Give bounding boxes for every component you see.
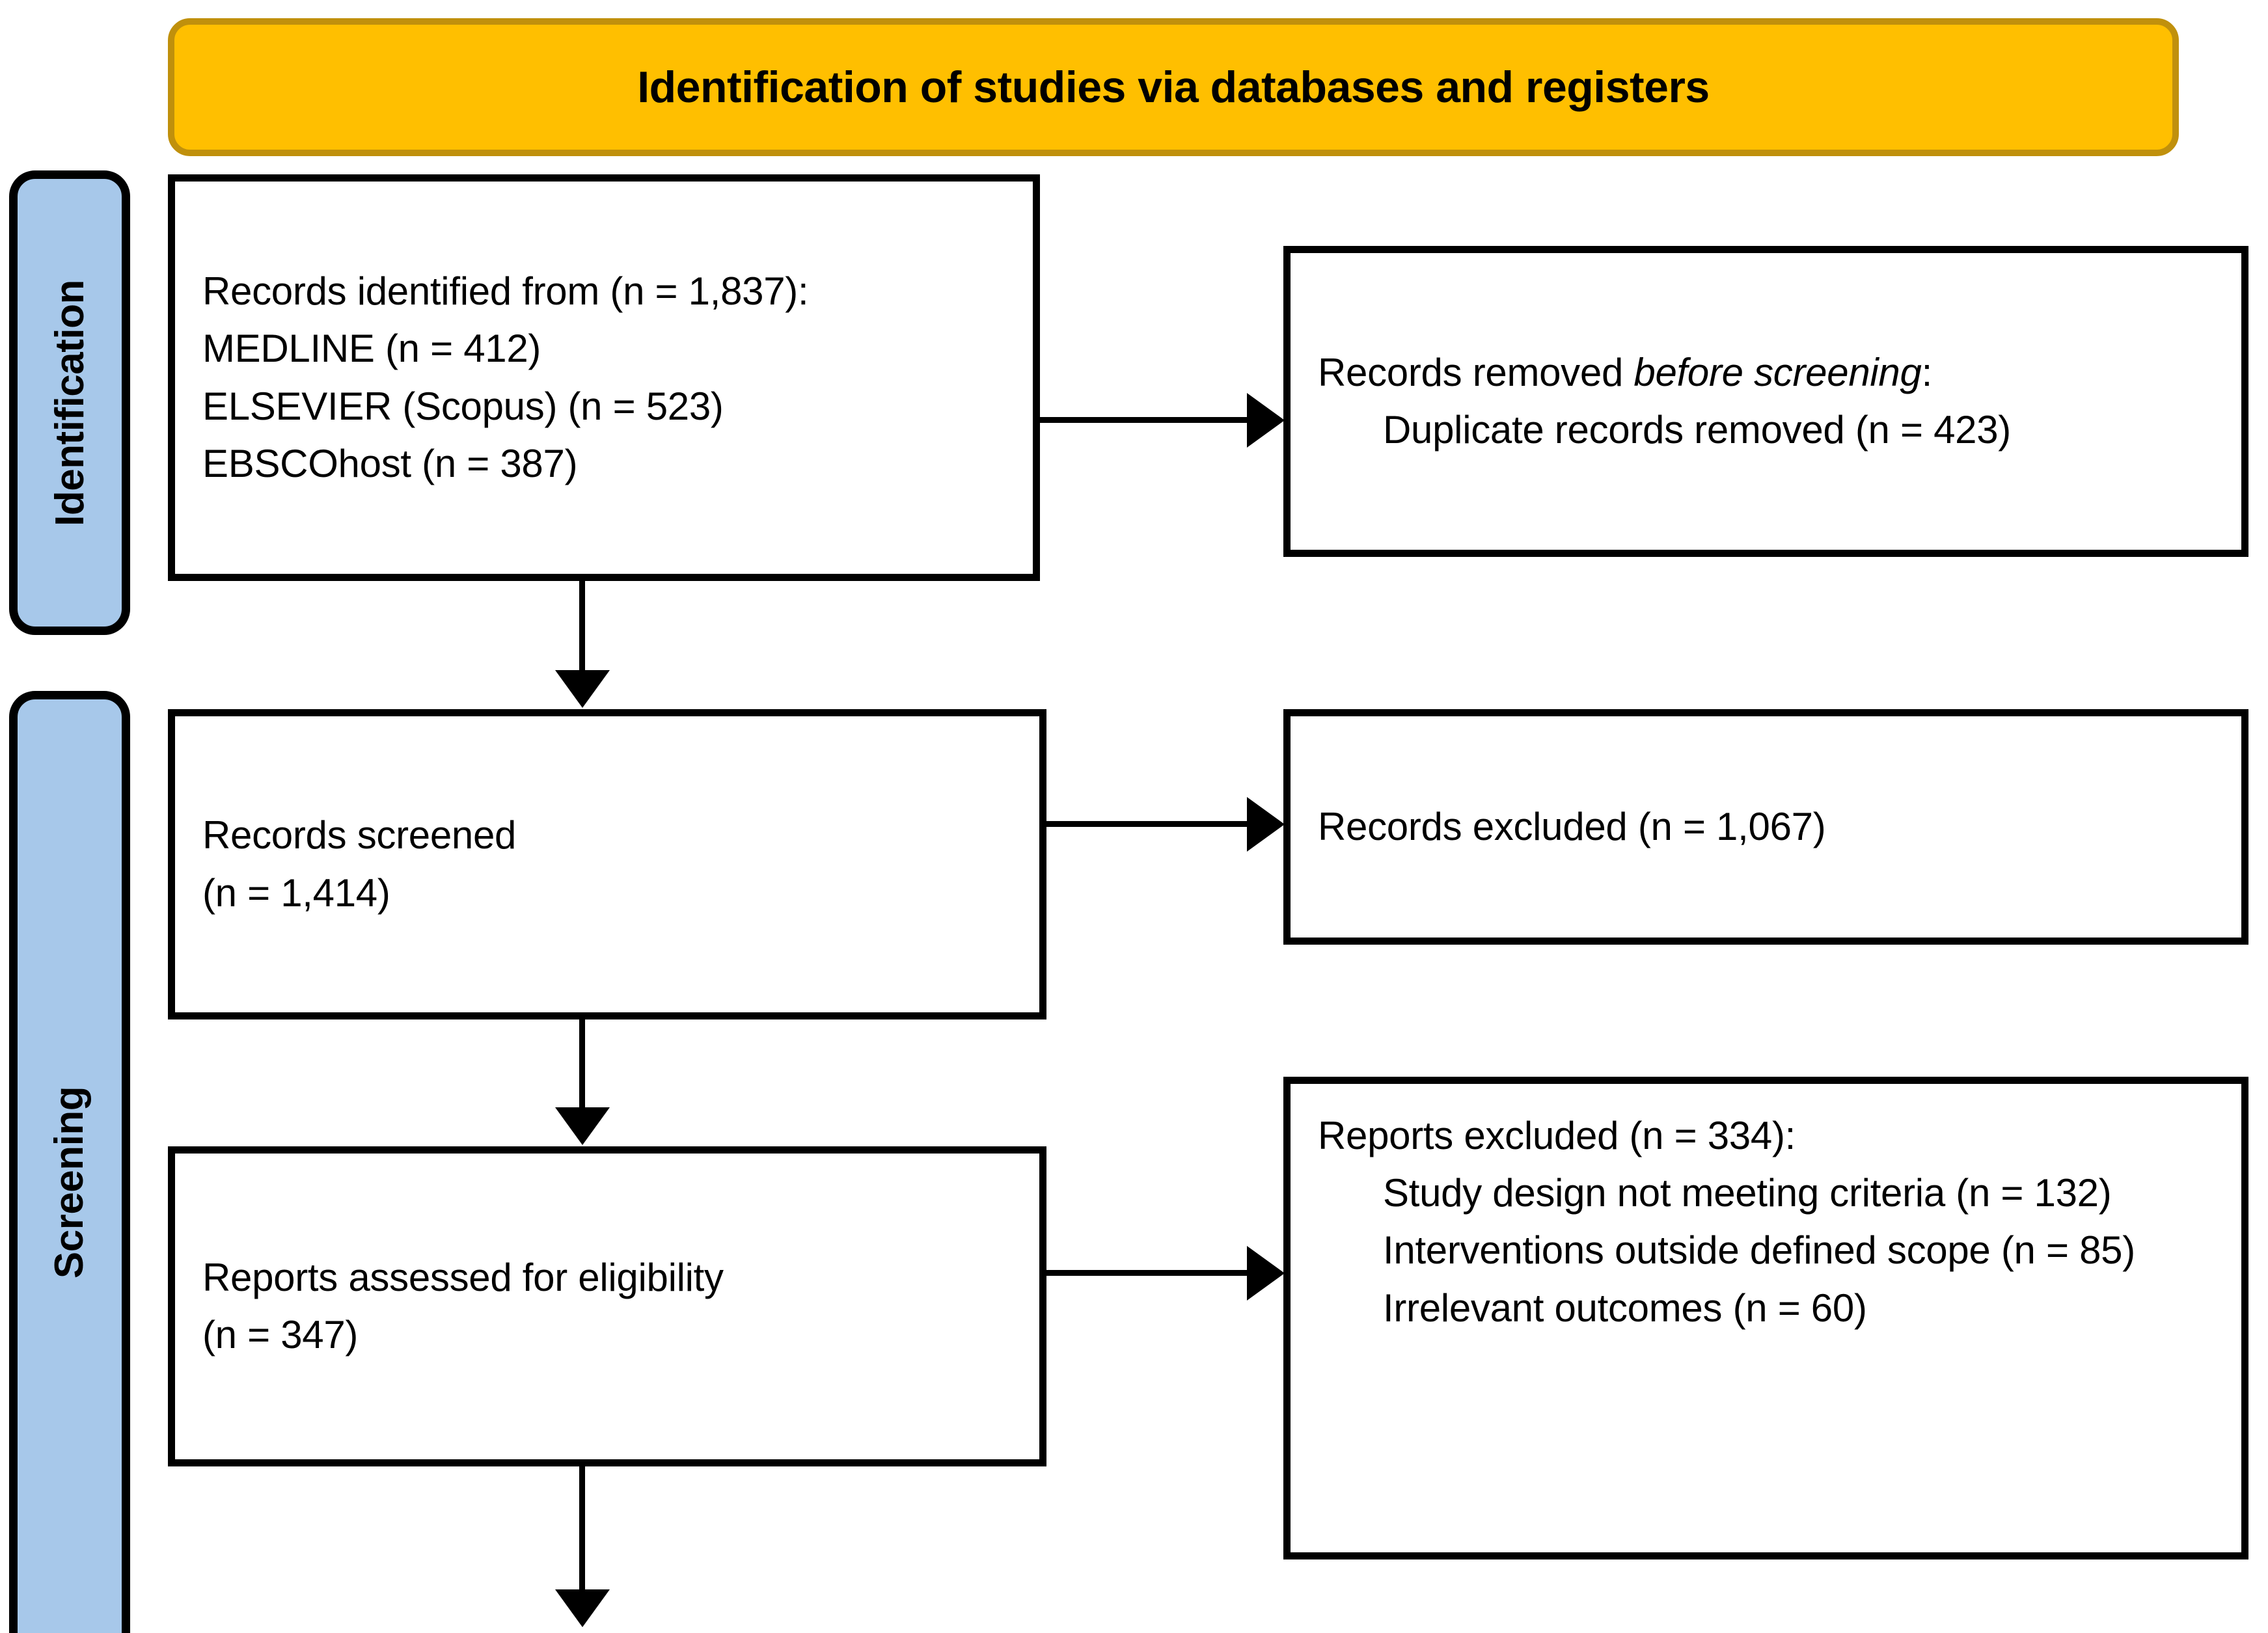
duplicate-records-removed: Duplicate records removed (n = 423) <box>1383 408 2011 452</box>
records-excluded-label: Records excluded (n = 1,067) <box>1318 804 1826 848</box>
connector-screened-to-eligibility <box>579 1019 585 1109</box>
reports-assessed-label: Reports assessed for eligibility <box>202 1255 724 1299</box>
records-removed-heading-emphasis: before screening <box>1633 350 1922 394</box>
records-screened-count: (n = 1,414) <box>202 870 390 915</box>
reports-excluded-heading: Reports excluded (n = 334): <box>1318 1114 1796 1157</box>
header-title: Identification of studies via databases … <box>637 62 1710 112</box>
header-banner: Identification of studies via databases … <box>168 18 2179 156</box>
connector-eligibility-to-included <box>579 1466 585 1591</box>
box-records-excluded: Records excluded (n = 1,067) <box>1283 709 2248 945</box>
connector-screened-to-excluded <box>1046 821 1248 827</box>
box-records-removed: Records removed before screening: Duplic… <box>1283 246 2248 557</box>
stage-tab-identification: Identification <box>9 170 130 635</box>
stage-tab-screening: Screening <box>9 691 130 1633</box>
source-medline: MEDLINE (n = 412) <box>202 327 541 371</box>
records-removed-heading-prefix: Records removed <box>1318 350 1634 394</box>
reason-interventions-scope: Interventions outside defined scope (n =… <box>1383 1228 2135 1273</box>
stage-label-identification: Identification <box>47 279 92 526</box>
records-removed-heading-suffix: : <box>1921 350 1933 394</box>
records-removed-heading: Records removed before screening: <box>1318 344 2214 401</box>
source-elsevier-scopus: ELSEVIER (Scopus) (n = 523) <box>202 384 724 428</box>
arrowhead-eligibility-to-included-icon <box>555 1589 610 1627</box>
records-identified-total: Records identified from (n = 1,837): <box>202 269 809 314</box>
connector-identified-to-screened <box>579 581 585 672</box>
box-reports-excluded: Reports excluded (n = 334): Study design… <box>1283 1077 2248 1559</box>
arrowhead-eligibility-to-reports-excluded-icon <box>1247 1246 1285 1301</box>
arrowhead-screened-to-eligibility-icon <box>555 1107 610 1145</box>
reason-study-design: Study design not meeting criteria (n = 1… <box>1383 1171 2112 1215</box>
arrowhead-identified-to-screened-icon <box>555 670 610 708</box>
arrowhead-identified-to-removed-icon <box>1247 393 1285 448</box>
reports-assessed-count: (n = 347) <box>202 1313 359 1356</box>
reason-irrelevant-outcomes: Irrelevant outcomes (n = 60) <box>1383 1286 1867 1330</box>
arrowhead-screened-to-excluded-icon <box>1247 797 1285 852</box>
records-screened-label: Records screened <box>202 813 517 857</box>
box-records-screened: Records screened (n = 1,414) <box>168 709 1046 1019</box>
source-ebscohost: EBSCOhost (n = 387) <box>202 441 578 485</box>
connector-eligibility-to-reports-excluded <box>1046 1270 1248 1276</box>
stage-label-screening: Screening <box>47 1086 92 1278</box>
connector-identified-to-removed <box>1040 417 1248 423</box>
box-records-identified: Records identified from (n = 1,837): MED… <box>168 174 1040 581</box>
box-reports-assessed-for-eligibility: Reports assessed for eligibility (n = 34… <box>168 1146 1046 1466</box>
